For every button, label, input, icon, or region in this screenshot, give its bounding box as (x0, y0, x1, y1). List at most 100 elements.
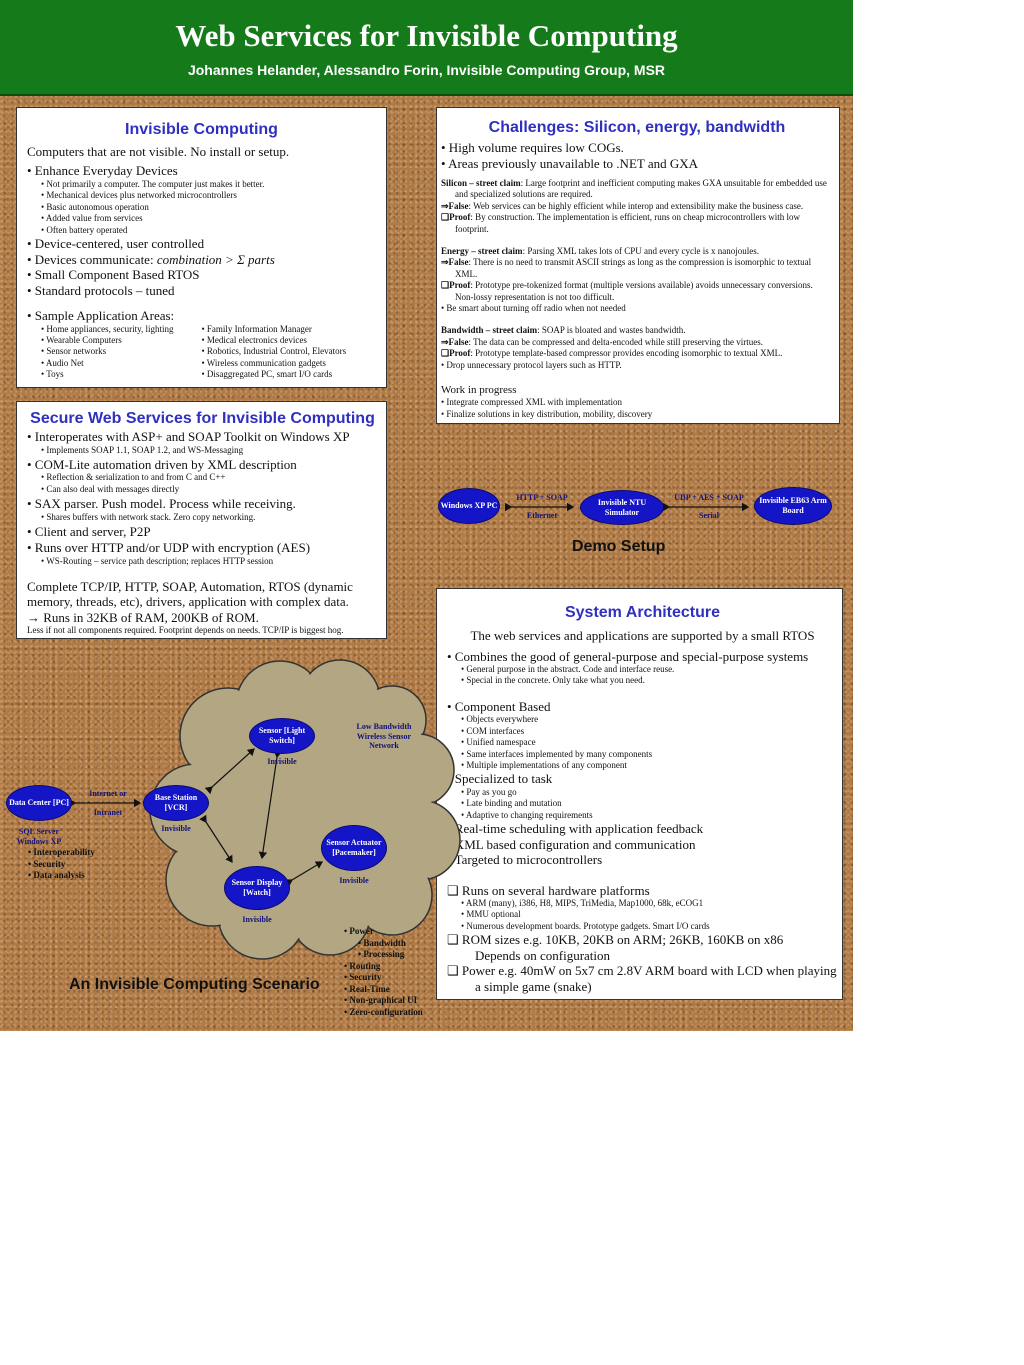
sub-bullet: • WS-Routing – service path description;… (41, 556, 274, 567)
proof-paragraph: ❑Proof: Prototype pre-tokenized format (… (441, 280, 833, 303)
sub-bullet: • General purpose in the abstract. Code … (461, 664, 675, 674)
claim-paragraph: Energy – street claim: Parsing XML takes… (441, 246, 833, 257)
sql-line: SQL Server (18, 827, 60, 836)
false-text: : Web services can be highly efficient w… (468, 200, 804, 211)
panel-title: Secure Web Services for Invisible Comput… (30, 410, 375, 427)
base-station-node: Base Station [VCR] (144, 786, 208, 820)
sub-bullet: • Implements SOAP 1.1, SOAP 1.2, and WS-… (41, 444, 244, 455)
bullet: • Be smart about turning off radio when … (441, 303, 626, 314)
bullet: • Enhance Everyday Devices (27, 162, 178, 178)
sub-bullet: • ARM (many), i386, H8, MIPS, TriMedia, … (461, 898, 704, 909)
sample-item: • Home appliances, security, lighting (41, 323, 174, 334)
sub-bullet: • Often battery operated (41, 224, 128, 235)
challenges-panel: Challenges: Silicon, energy, bandwidth •… (436, 107, 840, 424)
sensor-display-node: Sensor Display [Watch] (225, 867, 289, 909)
sub-bullet: • Objects everywhere (461, 714, 539, 725)
poster-title: Web Services for Invisible Computing (175, 18, 678, 53)
false-paragraph: ⇒False: The data can be compressed and d… (441, 337, 833, 348)
false-text: : There is no need to transmit ASCII str… (455, 257, 812, 279)
bullet: • COM-Lite automation driven by XML desc… (27, 456, 297, 472)
feature-item: • Data analysis (28, 870, 85, 880)
bullet: • SAX parser. Push model. Process while … (27, 496, 296, 512)
sub-bullet: • Adaptive to changing requirements (461, 809, 593, 820)
feature-item: • Power (344, 926, 374, 936)
sub-bullet: • Late binding and mutation (461, 798, 562, 809)
demo-link-label: HTTP + SOAP (516, 493, 568, 502)
intro-text: The web services and applications are su… (470, 628, 815, 643)
bullet: • Drop unnecessary protocol layers such … (441, 359, 622, 370)
bullet: • Integrate compressed XML with implemen… (441, 397, 623, 408)
bullet: • Devices communicate: combination > Σ p… (27, 252, 376, 268)
sample-item: • Medical electronics devices (201, 334, 307, 345)
poster-header: Web Services for Invisible Computing Joh… (0, 0, 853, 96)
work-in-progress-title: Work in progress (441, 384, 517, 397)
sample-item: • Toys (41, 369, 64, 380)
invisible-label: Invisible (267, 757, 297, 766)
sample-item: • Family Information Manager (201, 323, 312, 334)
demo-setup-caption: Demo Setup (572, 538, 666, 555)
sql-line: Windows XP (16, 837, 62, 846)
sub-bullet: • Pay as you go (461, 786, 517, 797)
claim-text: : Parsing XML takes lots of CPU and ever… (522, 246, 759, 257)
bullet: • Sample Application Areas: (27, 308, 175, 324)
sample-item: • Audio Net (41, 357, 84, 368)
invisible-label: Invisible (242, 915, 272, 924)
invisible-label: Invisible (161, 824, 191, 833)
sub-bullet: • Shares buffers with network stack. Zer… (41, 511, 256, 522)
claim-heading: Bandwidth – street claim (441, 325, 538, 336)
sub-bullet: • Numerous development boards. Prototype… (461, 920, 710, 931)
secure-web-services-panel: Secure Web Services for Invisible Comput… (16, 401, 387, 639)
sensor-features: • Power • Bandwidth • Processing • Routi… (344, 926, 423, 1018)
false-heading: ⇒False (441, 257, 469, 268)
bullet: • Small Component Based RTOS (27, 267, 200, 283)
claim-heading: Energy – street claim (441, 246, 523, 257)
claim-paragraph: Silicon – street claim: Large footprint … (441, 178, 833, 201)
checkbox-bullet: ❑ Runs on several hardware platforms (447, 882, 650, 898)
panel-title: System Architecture (564, 604, 721, 621)
proof-text: : Prototype pre-tokenized format (multip… (455, 280, 813, 302)
false-paragraph: ⇒False: There is no need to transmit ASC… (441, 257, 833, 280)
claim-text: : SOAP is bloated and wastes bandwidth. (537, 325, 686, 336)
sub-bullet: • Basic autonomous operation (41, 201, 149, 212)
data-center-features: • Interoperability • Security • Data ana… (28, 847, 95, 882)
bullet: • XML based configuration and communicat… (447, 836, 696, 852)
demo-link-label: Ethernet (526, 511, 558, 520)
sensor-light-switch-node: Sensor [Light Switch] (250, 719, 314, 753)
arm-board-node: Invisible EB63 Arm Board (755, 488, 831, 524)
sample-item: • Wearable Computers (41, 334, 122, 345)
bullet: • High volume requires low COGs. (441, 140, 624, 155)
network-label: Low Bandwidth Wireless Sensor Network (356, 722, 412, 750)
bullet: • Areas previously unavailable to .NET a… (441, 155, 699, 171)
sub-bullet: • Unified namespace (461, 737, 536, 748)
bullet: • Finalize solutions in key distribution… (441, 408, 653, 419)
sample-item: • Sensor networks (41, 346, 107, 357)
light-display-link (258, 750, 283, 860)
claim-heading: Silicon – street claim (441, 178, 521, 188)
ntu-simulator-node: Invisible NTU Simulator (581, 491, 663, 524)
scenario-caption: An Invisible Computing Scenario (69, 976, 320, 993)
bullet: • Interoperates with ASP+ and SOAP Toolk… (27, 429, 350, 444)
demo-link-label: UDP + AES + SOAP (674, 493, 744, 502)
feature-item: • Non-graphical UI (344, 995, 418, 1005)
system-architecture-panel: System Architecture The web services and… (436, 588, 843, 1000)
display-actuator-link (284, 861, 324, 887)
feature-item: • Security (344, 972, 382, 982)
claim-text: : Large footprint and inefficient comput… (455, 178, 827, 200)
bullet: • Device-centered, user controlled (27, 236, 205, 252)
sub-bullet: • Can also deal with messages directly (41, 483, 180, 494)
panel-title: Invisible Computing (125, 121, 278, 138)
proof-heading: ❑Proof (441, 348, 471, 359)
continuation-text: a simple game (snake) (475, 978, 592, 994)
false-heading: ⇒False (441, 336, 469, 347)
intranet-label: Intranet (93, 808, 123, 817)
bullet: • Targeted to microcontrollers (447, 852, 603, 868)
sample-item: • Disaggregated PC, smart I/O cards (201, 369, 333, 380)
sub-bullet: • MMU optional (461, 909, 521, 920)
proof-heading: ❑Proof (441, 280, 471, 291)
bullet: • Client and server, P2P (27, 524, 151, 540)
bullet: • Runs over HTTP and/or UDP with encrypt… (27, 539, 311, 555)
feature-item: • Real-Time (344, 983, 390, 994)
proof-paragraph: ❑Proof: Prototype template-based compres… (441, 348, 833, 359)
false-paragraph: ⇒False: Web services can be highly effic… (441, 201, 833, 212)
sensor-actuator-node: Sensor Actuator [Pacemaker] (322, 826, 386, 870)
